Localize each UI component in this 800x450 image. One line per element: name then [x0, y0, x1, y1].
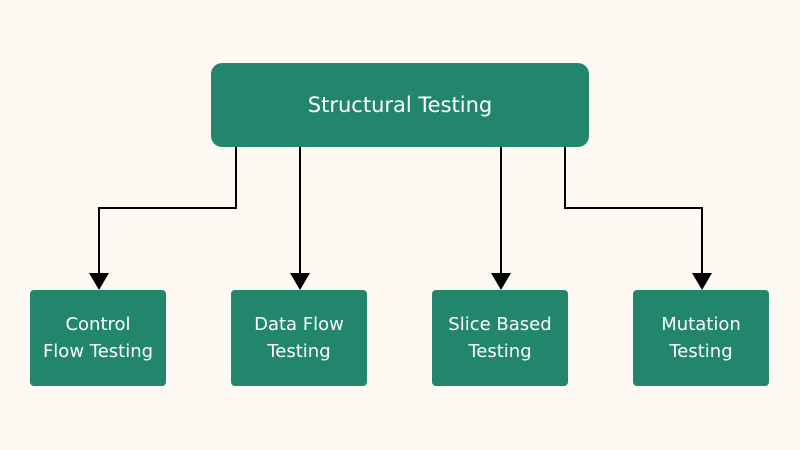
child-node-label-line1: Data Flow: [254, 314, 344, 335]
child-node-label-line1: Mutation: [661, 314, 741, 335]
child-node-label-line2: Testing: [267, 341, 331, 362]
child-node-label-line1: Control: [65, 314, 131, 335]
root-node-label: Structural Testing: [307, 93, 493, 117]
child-node-label-line2: Flow Testing: [42, 341, 154, 362]
arrowhead-data-flow: [290, 273, 310, 290]
arrowhead-mutation: [692, 273, 712, 290]
arrowhead-slice-based: [491, 273, 511, 290]
root-node-structural-testing: Structural Testing: [211, 63, 589, 147]
connector-control-flow: [98, 147, 237, 274]
child-node-control-flow-testing: Control Flow Testing: [30, 290, 166, 386]
child-node-label-line1: Slice Based: [448, 314, 552, 335]
child-node-mutation-testing: Mutation Testing: [633, 290, 769, 386]
child-node-label-line2: Testing: [468, 341, 532, 362]
arrowhead-control-flow: [89, 273, 109, 290]
child-node-slice-based-testing: Slice Based Testing: [432, 290, 568, 386]
child-node-label-line2: Testing: [669, 341, 733, 362]
child-node-data-flow-testing: Data Flow Testing: [231, 290, 367, 386]
connector-mutation: [564, 147, 703, 274]
